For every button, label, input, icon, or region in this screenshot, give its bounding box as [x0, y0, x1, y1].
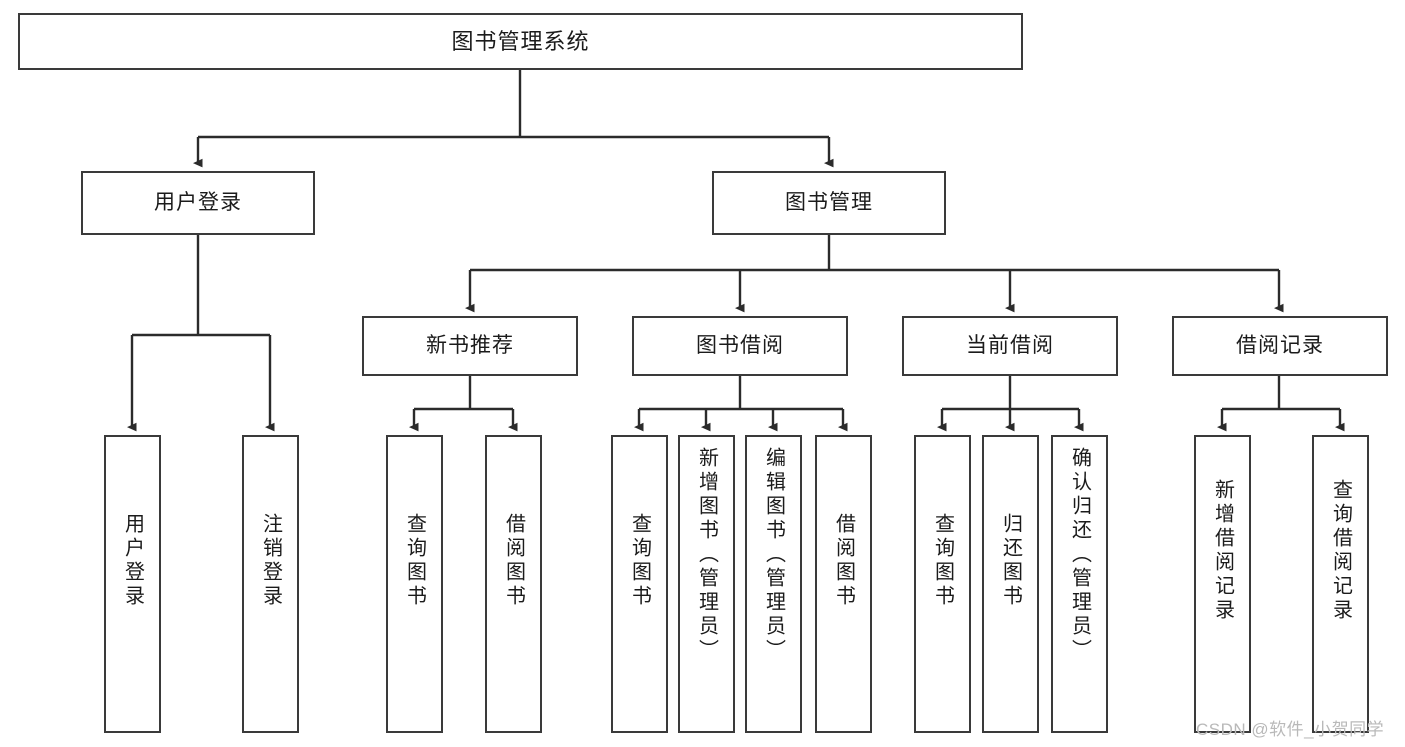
leaf-query-book-newbook[interactable]: 查询图书 [386, 435, 443, 733]
leaf-user-login[interactable]: 用户登录 [104, 435, 161, 733]
edges-bookborrow-to-leaves [634, 376, 848, 432]
leaf-query-borrow-record[interactable]: 查询借阅记录 [1312, 435, 1369, 733]
leaf-add-book-admin[interactable]: 新增图书（管理员） [678, 435, 735, 733]
leaf-query-book-borrow[interactable]: 查询图书 [611, 435, 668, 733]
node-label: 确认归还（管理员） [1068, 447, 1091, 663]
node-label: 新书推荐 [426, 333, 514, 357]
edges-root-to-level2 [193, 70, 834, 168]
watermark: CSDN @软件_小贺同学 [1196, 720, 1385, 739]
node-label: 当前借阅 [966, 333, 1054, 357]
node-label: 查询借阅记录 [1329, 479, 1352, 623]
leaf-query-book-current[interactable]: 查询图书 [914, 435, 971, 733]
node-label: 图书管理 [785, 190, 873, 214]
leaf-borrow-book[interactable]: 借阅图书 [815, 435, 872, 733]
node-label: 归还图书 [999, 513, 1022, 609]
node-label: 新增借阅记录 [1211, 479, 1234, 623]
node-label: 借阅图书 [502, 513, 525, 609]
leaf-add-borrow-record[interactable]: 新增借阅记录 [1194, 435, 1251, 733]
node-label: 查询图书 [931, 513, 954, 609]
node-label: 编辑图书（管理员） [762, 447, 785, 663]
node-label: 图书借阅 [696, 333, 784, 357]
node-label: 注销登录 [259, 513, 282, 609]
node-label: 查询图书 [403, 513, 426, 609]
leaf-logout[interactable]: 注销登录 [242, 435, 299, 733]
node-label: 用户登录 [121, 513, 144, 609]
edges-userlogin-to-leaves [127, 235, 275, 432]
node-new-book-recommend[interactable]: 新书推荐 [362, 316, 578, 376]
edges-borrowrecord-to-leaves [1217, 376, 1345, 432]
edges-newbook-to-leaves [409, 376, 518, 432]
node-label: 查询图书 [628, 513, 651, 609]
node-label: 借阅记录 [1236, 333, 1324, 357]
edges-currentborrow-to-leaves [937, 376, 1084, 432]
node-book-borrow[interactable]: 图书借阅 [632, 316, 848, 376]
node-label: 图书管理系统 [451, 28, 590, 54]
leaf-confirm-return-admin[interactable]: 确认归还（管理员） [1051, 435, 1108, 733]
node-user-login[interactable]: 用户登录 [81, 171, 315, 235]
node-root-library-system[interactable]: 图书管理系统 [18, 13, 1023, 70]
edges-booksmgmt-to-level3 [465, 235, 1284, 313]
node-borrow-record[interactable]: 借阅记录 [1172, 316, 1388, 376]
leaf-edit-book-admin[interactable]: 编辑图书（管理员） [745, 435, 802, 733]
leaf-borrow-book-newbook[interactable]: 借阅图书 [485, 435, 542, 733]
node-label: 新增图书（管理员） [695, 447, 718, 663]
node-book-management[interactable]: 图书管理 [712, 171, 946, 235]
node-label: 借阅图书 [832, 513, 855, 609]
leaf-return-book[interactable]: 归还图书 [982, 435, 1039, 733]
node-current-borrow[interactable]: 当前借阅 [902, 316, 1118, 376]
node-label: 用户登录 [154, 190, 242, 214]
